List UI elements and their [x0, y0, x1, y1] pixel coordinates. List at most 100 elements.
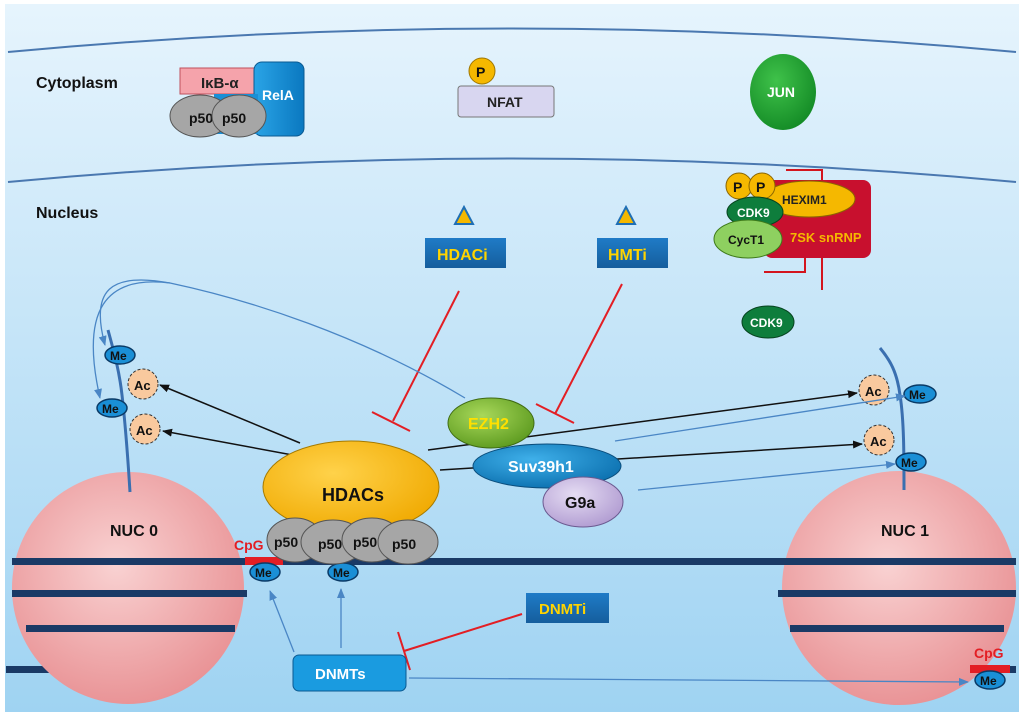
- g9a-label: G9a: [565, 495, 595, 512]
- p50-label: p50: [189, 110, 213, 126]
- rela-label: RelA: [262, 87, 294, 103]
- dna-methylation-arrow: [408, 677, 969, 686]
- dna-strand: [790, 625, 1004, 632]
- ptefb-complex: 7SK snRNP HEXIM1 P P CDK9 CycT1: [713, 169, 871, 290]
- suv39h1-label: Suv39h1: [508, 459, 574, 476]
- jun-ellipse: [750, 54, 816, 130]
- methyl-label: Me: [333, 566, 350, 580]
- dnmti-label: DNMTi: [539, 601, 586, 618]
- methyl-label: Me: [980, 674, 997, 688]
- warning-triangle-icon: [615, 204, 637, 225]
- nucleosome-0: NUC 0: [12, 329, 247, 704]
- methyl-label: Me: [909, 388, 926, 402]
- free-cdk9: CDK9: [741, 305, 795, 339]
- nuc1-core: [782, 471, 1016, 705]
- dna-methylation-arrow: [269, 590, 295, 653]
- methyl-label: Me: [255, 566, 272, 580]
- dna-strand: [26, 625, 235, 632]
- hdaci-inhibitor: HDACi: [371, 204, 506, 432]
- phosphate-circle: [468, 57, 496, 85]
- p50-label: p50: [222, 110, 246, 126]
- p50-subunit: [377, 519, 439, 565]
- hdaci-box: [425, 238, 506, 268]
- methylation-arrow: [637, 460, 896, 491]
- methyl-label: Me: [901, 456, 918, 470]
- snrnp-rna-bottom: [764, 258, 823, 290]
- dna-strand: [778, 558, 1016, 565]
- cdk9-label: CDK9: [737, 206, 770, 220]
- cpg-methyl-center: Me: [327, 562, 359, 582]
- cpg-label: CpG: [974, 645, 1004, 661]
- p50-label: p50: [274, 534, 298, 550]
- hdaci-inhibition-bar: [371, 411, 411, 432]
- free-cdk9-ellipse: [741, 305, 795, 339]
- jun-label: JUN: [767, 84, 795, 100]
- ezh2-label: EZH2: [468, 416, 509, 433]
- cpg-label: CpG: [234, 537, 264, 553]
- nfkb-complex: IκB-α RelA p50 p50: [169, 61, 305, 138]
- dna-strand: [12, 590, 247, 597]
- deacetylation-arrow: [159, 384, 301, 444]
- dna-strand: [12, 558, 1016, 565]
- p50-label: p50: [392, 536, 416, 552]
- methyl-mark: [895, 452, 927, 472]
- p50-subunit: [211, 94, 267, 138]
- acetyl-label: Ac: [870, 434, 887, 449]
- hmti-inhibition-bar: [535, 403, 575, 424]
- dnmti-box: [526, 593, 609, 623]
- hdaci-label: HDACi: [437, 247, 488, 264]
- hmti-inhibitor: HMTi: [535, 204, 668, 424]
- acetyl-mark: [129, 413, 161, 445]
- ikba-label: IκB-α: [201, 75, 239, 92]
- acetyl-label: Ac: [136, 423, 153, 438]
- hexim1-label: HEXIM1: [782, 193, 827, 207]
- cpg-site-right: CpG Me: [970, 645, 1010, 690]
- phosphate-label: P: [476, 64, 485, 80]
- cpg-bar: [245, 557, 283, 565]
- dnmts-label: DNMTs: [315, 666, 366, 683]
- acetyl-label: Ac: [134, 378, 151, 393]
- warning-triangle-icon: [453, 204, 475, 225]
- snrnp-label: 7SK snRNP: [790, 230, 862, 245]
- ezh2-ellipse: [447, 397, 535, 449]
- methyl-mark: [104, 345, 136, 365]
- hmti-label: HMTi: [608, 247, 647, 264]
- dnmti-inhibitor: DNMTi: [397, 593, 609, 671]
- hmti-box: [597, 238, 668, 268]
- acetyl-label: Ac: [865, 384, 882, 399]
- nfat-complex: NFAT P: [457, 57, 555, 118]
- cyct1-ellipse: [713, 219, 783, 259]
- nuc1-marks: Ac Me Ac Me: [858, 374, 937, 472]
- dnmts-box: [292, 654, 407, 692]
- methyl-label: Me: [102, 402, 119, 416]
- nfat-label: NFAT: [487, 94, 523, 110]
- nuclear-membrane: [7, 157, 1017, 183]
- jun: JUN: [750, 54, 816, 130]
- dna-strand: [778, 590, 1016, 597]
- plasma-membrane: [7, 27, 1017, 53]
- nucleus-label: Nucleus: [36, 205, 98, 222]
- g9a-ellipse: [542, 476, 624, 528]
- methyl-mark: [974, 670, 1006, 690]
- methylation-arrow: [92, 281, 171, 399]
- p50-label: p50: [318, 536, 342, 552]
- methyl-mark: [249, 562, 281, 582]
- repressor-complex: HDACs p50 p50 p50 p50: [262, 440, 440, 565]
- dnmts: DNMTs: [292, 654, 407, 692]
- cpg-bar: [970, 665, 1010, 673]
- acetyl-mark: [863, 424, 895, 456]
- methylation-arrow: [614, 393, 906, 442]
- dna-strand: [12, 558, 247, 565]
- deacetylation-arrow: [162, 428, 299, 457]
- methyl-label: Me: [110, 349, 127, 363]
- hmti-inhibition-line: [554, 283, 623, 415]
- g9a: G9a: [542, 476, 624, 528]
- nuc0-label: NUC 0: [110, 523, 158, 540]
- methyl-mark: [96, 398, 128, 418]
- nfat-box: [457, 85, 555, 118]
- p50-label: p50: [353, 534, 377, 550]
- acetyl-mark: [127, 368, 159, 400]
- ezh2: EZH2: [447, 397, 535, 449]
- cytoplasm-label: Cytoplasm: [36, 75, 118, 92]
